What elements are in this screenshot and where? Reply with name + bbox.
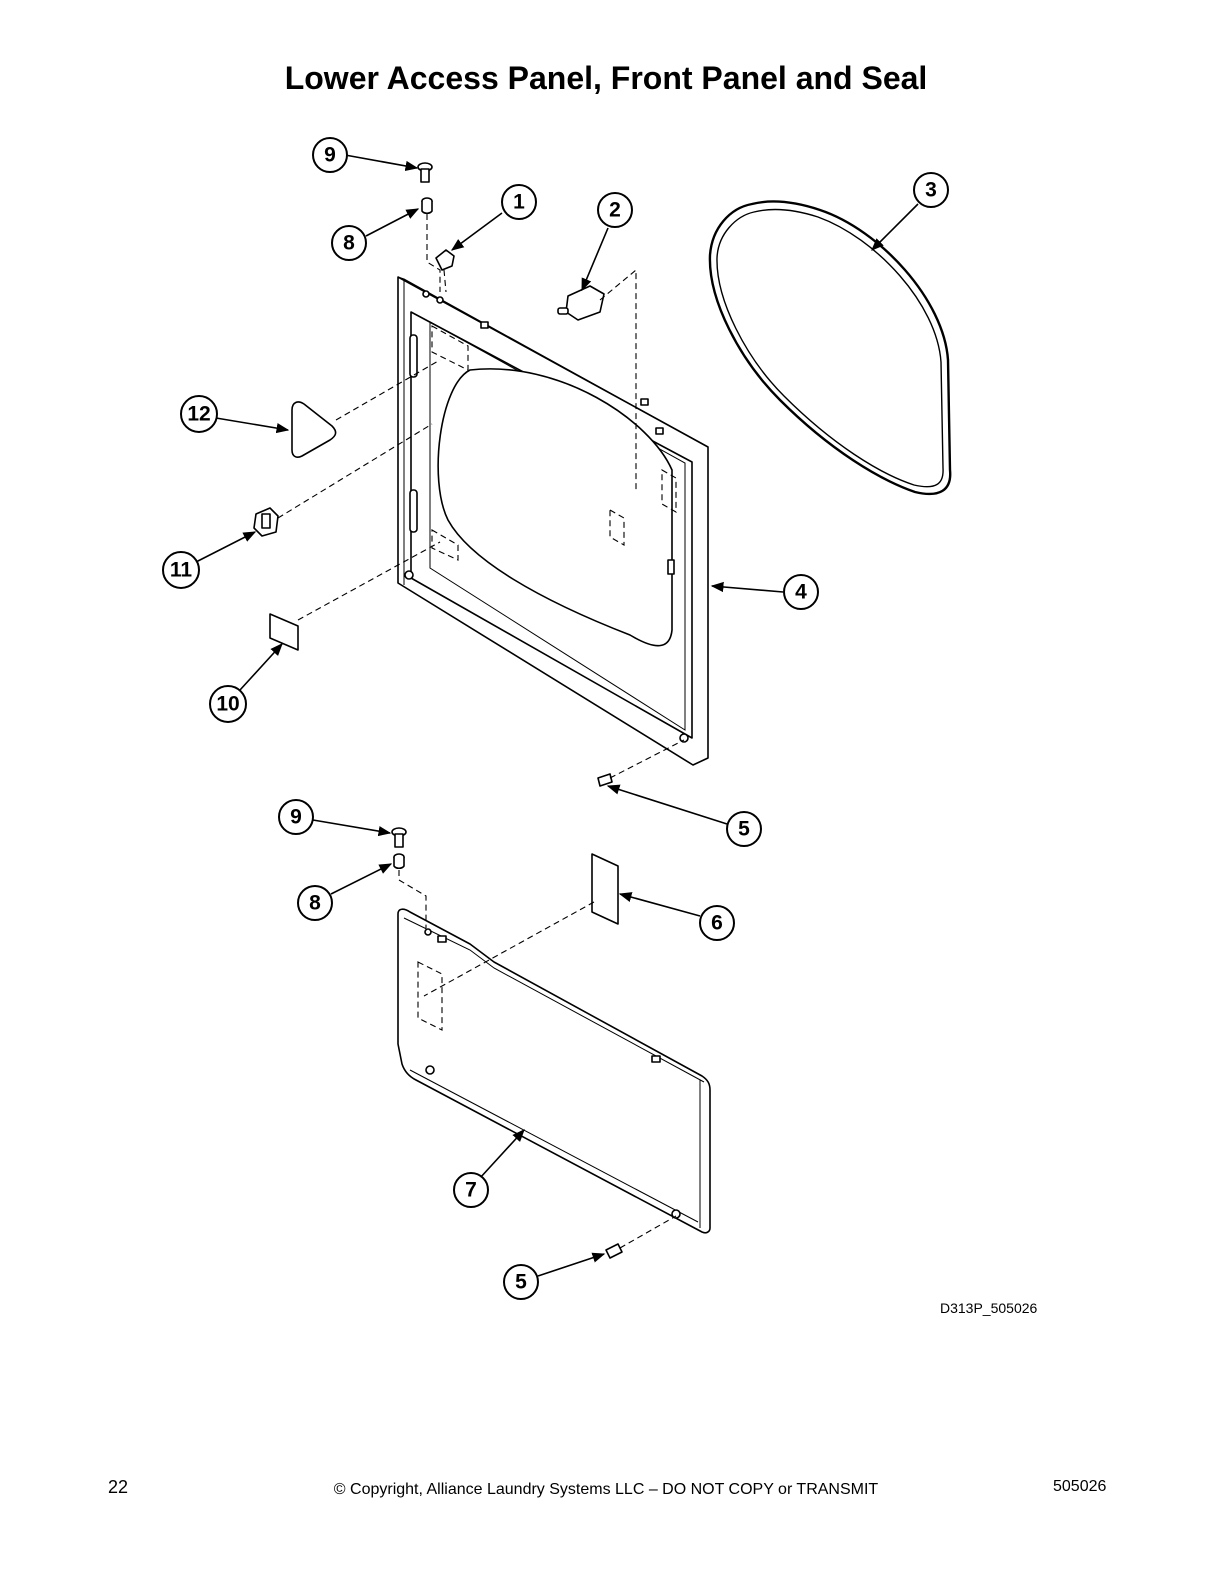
callout-4: 4 [783,574,819,610]
callout-number: 1 [513,191,525,214]
callout-1: 1 [501,184,537,220]
callout-number: 8 [309,892,321,915]
screw-lower [391,827,407,848]
callout-2: 2 [597,192,633,228]
clip [435,249,455,271]
callout-8-lower: 8 [297,885,333,921]
callout-number: 3 [925,179,937,202]
callout-number: 6 [711,912,723,935]
spacer-top [421,197,433,215]
callout-9-top: 9 [312,137,348,173]
callout-5-middle: 5 [726,811,762,847]
spacer-lower [393,853,405,870]
door-seal [708,200,952,496]
small-label [269,613,299,651]
callout-number: 11 [170,559,193,582]
callout-number: 2 [609,199,621,222]
callout-number: 5 [738,818,750,841]
door-switch [557,285,605,321]
screw-bottom [605,1243,623,1259]
triangle-label [291,401,337,458]
drawing-code: D313P_505026 [940,1300,1038,1316]
callout-number: 5 [515,1271,527,1294]
leader-lines [195,154,919,1277]
screw-top [417,162,433,183]
callout-3: 3 [913,172,949,208]
plug [253,507,279,537]
callout-number: 9 [324,144,336,167]
callout-number: 7 [465,1179,477,1202]
panel-label [591,853,619,925]
callout-11: 11 [162,551,200,589]
callout-8-top: 8 [331,225,367,261]
callout-number: 8 [343,232,355,255]
screw-middle [597,773,613,787]
callout-number: 12 [187,403,210,426]
document-number: 505026 [1053,1478,1107,1495]
callout-number: 9 [290,806,302,829]
callout-6: 6 [699,905,735,941]
callout-12: 12 [180,395,218,433]
callout-7: 7 [453,1172,489,1208]
callout-5-bottom: 5 [503,1264,539,1300]
page-title: Lower Access Panel, Front Panel and Seal [284,60,928,96]
callout-number: 10 [216,693,239,716]
callout-9-lower: 9 [278,799,314,835]
callout-number: 4 [795,581,807,604]
lower-access-panel [397,908,711,1234]
callout-10: 10 [209,685,247,723]
copyright-notice: © Copyright, Alliance Laundry Systems LL… [333,1481,879,1498]
page-number: 22 [108,1477,129,1497]
front-panel [397,276,709,766]
